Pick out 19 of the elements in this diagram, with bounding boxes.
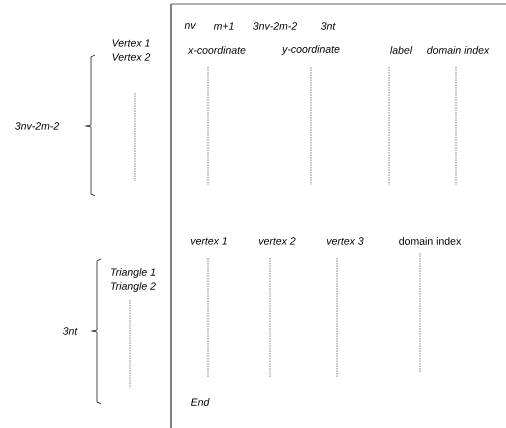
column-header: x-coordinate xyxy=(188,46,246,54)
row-label: Triangle 1 xyxy=(111,268,156,278)
count-label: 3nt xyxy=(320,22,336,30)
bracket-label: 3nv-2m-2 xyxy=(15,122,60,130)
column-header: vertex 1 xyxy=(190,237,227,245)
count-label: 3nv-2m-2 xyxy=(253,22,297,30)
count-label: m+1 xyxy=(214,22,234,30)
end-label: End xyxy=(191,398,210,406)
column-header: vertex 3 xyxy=(326,237,364,245)
column-header: y-coordinate xyxy=(282,45,340,55)
column-header: vertex 2 xyxy=(258,237,296,245)
row-label: Triangle 2 xyxy=(111,282,156,292)
row-label: Vertex 1 xyxy=(112,39,150,47)
bracket-label: 3nt xyxy=(62,327,78,335)
column-header: domain index xyxy=(399,237,462,245)
count-label: nv xyxy=(184,23,196,29)
column-header: label xyxy=(390,46,412,54)
row-label: Vertex 2 xyxy=(112,53,150,61)
column-header: domain index xyxy=(427,46,490,54)
